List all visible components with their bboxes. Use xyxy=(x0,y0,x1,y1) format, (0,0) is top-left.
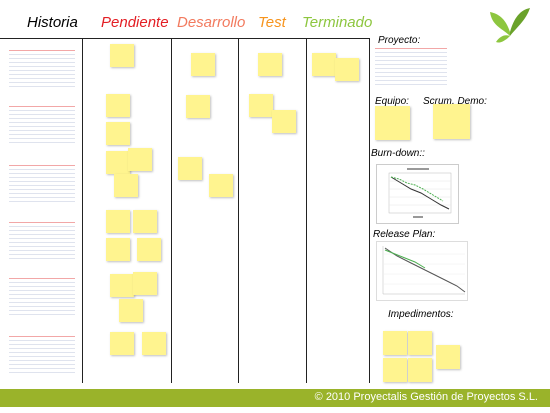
story-card[interactable] xyxy=(9,278,75,317)
release-plan-chart-thumbnail xyxy=(376,241,468,301)
header-divider xyxy=(0,38,370,39)
sticky-note[interactable] xyxy=(106,94,130,117)
impedimento-note[interactable] xyxy=(383,358,407,382)
sticky-note[interactable] xyxy=(106,122,130,145)
proyecto-label: Proyecto: xyxy=(378,35,421,46)
equipo-note[interactable] xyxy=(375,106,410,140)
sticky-note[interactable] xyxy=(110,274,134,297)
scrum-note[interactable] xyxy=(433,104,470,139)
impedimento-note[interactable] xyxy=(436,345,460,369)
sticky-note[interactable] xyxy=(133,210,157,233)
sticky-note[interactable] xyxy=(209,174,233,197)
sticky-note[interactable] xyxy=(186,95,210,118)
column-divider xyxy=(306,38,307,383)
column-divider xyxy=(369,38,370,383)
column-title-historia: Historia xyxy=(27,14,78,31)
sticky-note[interactable] xyxy=(114,174,138,197)
story-card[interactable] xyxy=(9,106,75,145)
sticky-note[interactable] xyxy=(128,148,152,171)
sticky-note[interactable] xyxy=(119,299,143,322)
story-card[interactable] xyxy=(9,222,75,261)
sticky-note[interactable] xyxy=(106,210,130,233)
story-card[interactable] xyxy=(9,165,75,204)
column-divider xyxy=(82,38,83,383)
proyecto-card xyxy=(375,48,447,87)
column-divider xyxy=(171,38,172,383)
sticky-note[interactable] xyxy=(106,238,130,261)
sticky-note[interactable] xyxy=(258,53,282,76)
sticky-note[interactable] xyxy=(335,58,359,81)
column-title-pendiente: Pendiente xyxy=(101,14,169,31)
release-plan-label: Release Plan: xyxy=(373,229,436,240)
sticky-note[interactable] xyxy=(106,151,130,174)
story-card[interactable] xyxy=(9,50,75,89)
sticky-note[interactable] xyxy=(312,53,336,76)
column-title-terminado: Terminado xyxy=(302,14,373,31)
sticky-note[interactable] xyxy=(133,272,157,295)
sticky-note[interactable] xyxy=(142,332,166,355)
story-card[interactable] xyxy=(9,336,75,375)
column-title-desarrollo: Desarrollo xyxy=(177,14,246,31)
equipo-label: Equipo: xyxy=(375,96,409,107)
column-title-test: Test xyxy=(258,14,286,31)
footer-bar: © 2010 Proyectalis Gestión de Proyectos … xyxy=(0,389,550,407)
impedimento-note[interactable] xyxy=(408,358,432,382)
sticky-note[interactable] xyxy=(191,53,215,76)
scrum-label: Scrum, Demo: xyxy=(423,96,487,107)
impedimento-note[interactable] xyxy=(408,331,432,355)
sticky-note[interactable] xyxy=(272,110,296,133)
burndown-chart-thumbnail xyxy=(376,164,459,224)
sticky-note[interactable] xyxy=(178,157,202,180)
impedimentos-label: Impedimentos: xyxy=(388,309,454,320)
burndown-label: Burn-down:: xyxy=(371,148,425,159)
copyright-text: © 2010 Proyectalis Gestión de Proyectos … xyxy=(314,391,538,403)
column-divider xyxy=(238,38,239,383)
butterfly-icon xyxy=(488,6,532,46)
sticky-note[interactable] xyxy=(110,332,134,355)
impedimento-note[interactable] xyxy=(383,331,407,355)
sticky-note[interactable] xyxy=(137,238,161,261)
sticky-note[interactable] xyxy=(249,94,273,117)
sticky-note[interactable] xyxy=(110,44,134,67)
